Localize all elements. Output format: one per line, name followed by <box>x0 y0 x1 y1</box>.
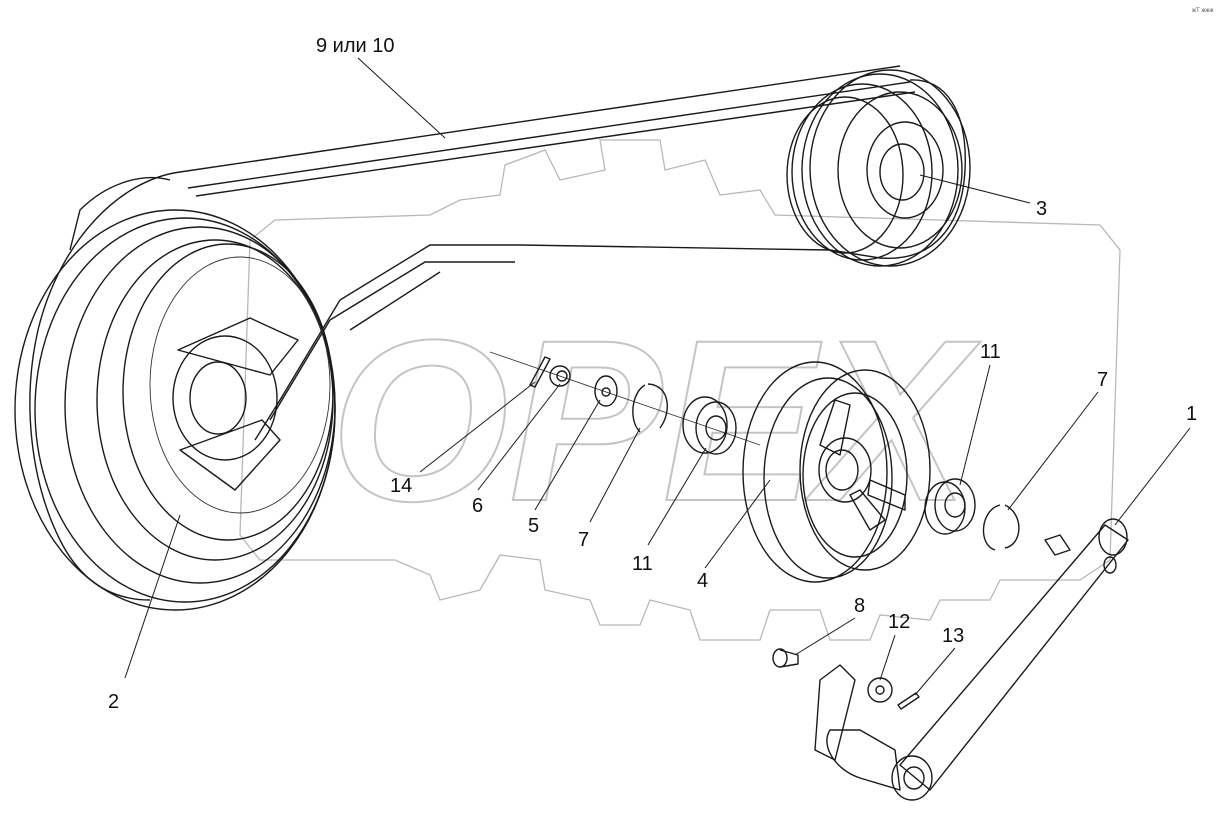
lower-pin-stack <box>772 648 920 710</box>
shaft-stack <box>489 351 1020 551</box>
watermark-gear <box>239 139 1121 641</box>
callout-labels: 9 или 10 3 2 4 1 7 11 8 12 13 14 6 5 7 1… <box>108 8 1213 713</box>
label-cotter-top: 14 <box>390 475 412 497</box>
label-bearing-right: 11 <box>980 341 1001 363</box>
label-pulley-small: 3 <box>1036 198 1047 220</box>
watermark-text: OPEX <box>330 292 981 549</box>
doc-code: жТ жжж <box>1192 8 1213 14</box>
label-nut: 6 <box>472 495 483 517</box>
label-pin: 8 <box>854 595 865 617</box>
label-pulley-large: 2 <box>108 691 119 713</box>
label-cotter-bottom: 13 <box>942 625 964 647</box>
label-belt: 9 или 10 <box>316 35 395 57</box>
label-ring-left: 7 <box>578 529 589 551</box>
label-arm: 1 <box>1186 403 1197 425</box>
tensioner-arm <box>814 518 1129 801</box>
label-idler-roller: 4 <box>697 570 708 592</box>
label-washer-bottom: 12 <box>888 611 910 633</box>
watermark: OPEX <box>239 139 1121 641</box>
label-washer-top: 5 <box>528 515 539 537</box>
idler-roller <box>742 361 931 583</box>
large-pulley <box>14 209 336 611</box>
leader-lines <box>124 57 1191 696</box>
small-pulley <box>786 69 971 267</box>
label-ring-right: 7 <box>1097 369 1108 391</box>
label-bearing-left: 11 <box>632 553 653 575</box>
